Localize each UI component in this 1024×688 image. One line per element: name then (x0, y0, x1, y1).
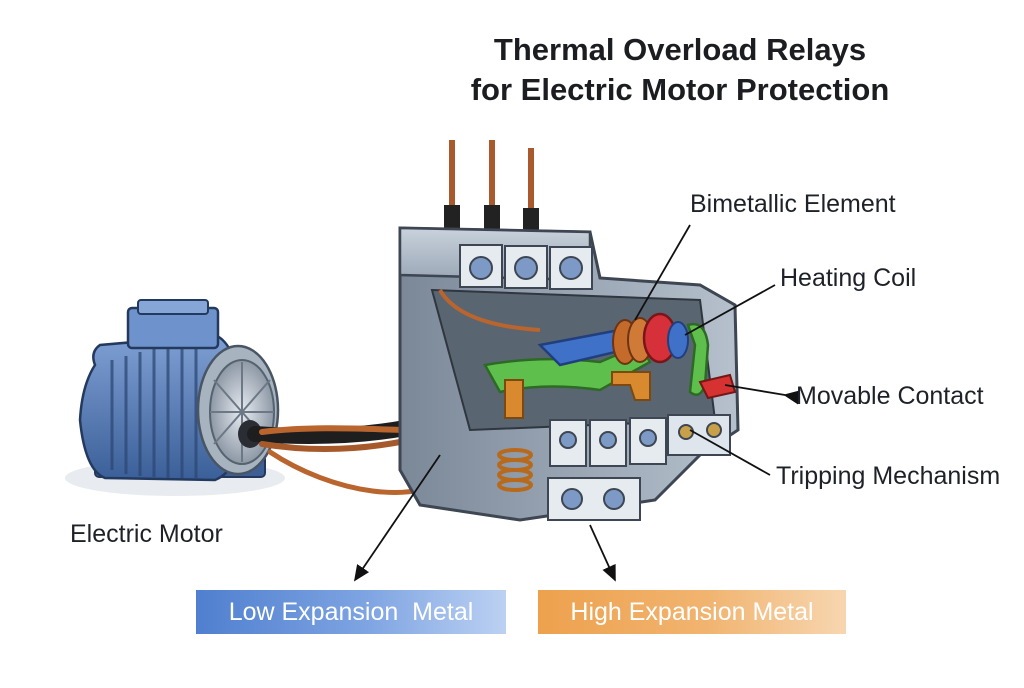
label-heating-coil: Heating Coil (780, 264, 917, 292)
label-electric-motor: Electric Motor (70, 520, 223, 548)
title-line-2: for Electric Motor Protection (470, 72, 890, 107)
label-movable-contact: Movable Contact (796, 382, 984, 410)
tripping-spring (497, 448, 533, 492)
leader-tripping (689, 429, 771, 476)
title-line-1: Thermal Overload Relays (493, 32, 867, 67)
actuator-lever (611, 371, 651, 401)
leader-lines (353, 224, 801, 582)
leader-low-expansion (353, 454, 441, 582)
high-expansion-metal-label: High Expansion Metal (538, 590, 846, 634)
leader-movable-contact (724, 384, 801, 405)
supply-terminals (444, 140, 539, 236)
leader-bimetallic (634, 224, 691, 321)
label-tripping-mechanism: Tripping Mechanism (776, 462, 1001, 490)
heating-coil (612, 312, 689, 365)
movable-contact (698, 373, 737, 400)
label-bimetallic-element: Bimetallic Element (690, 190, 896, 218)
low-expansion-metal-label: Low Expansion Metal (196, 590, 506, 634)
diagram-title: Thermal Overload Relays for Electric Mot… (420, 30, 940, 110)
electric-motor (65, 299, 285, 496)
leader-high-expansion (589, 524, 616, 582)
thermal-overload-relay (398, 140, 740, 522)
leader-heating-coil (684, 284, 776, 336)
